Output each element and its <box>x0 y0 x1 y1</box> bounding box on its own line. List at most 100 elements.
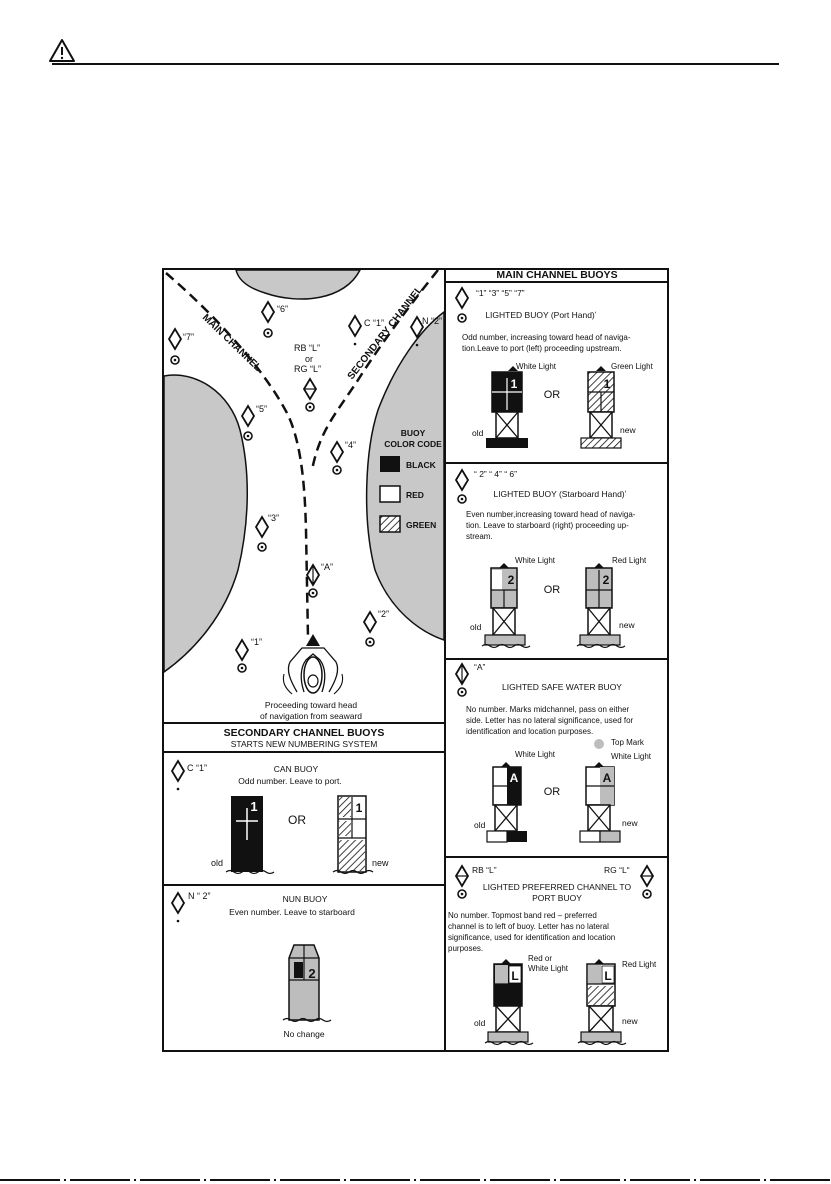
header <box>49 39 779 65</box>
buoy-label-n2: N “2” <box>422 316 442 326</box>
safe-marks: “A” <box>474 662 486 672</box>
can-desc: Odd number. Leave to port. <box>238 776 341 786</box>
map-caption-1: Proceeding toward head <box>265 700 357 710</box>
legend-black-swatch <box>380 456 400 472</box>
starboard-light-right: Red Light <box>612 556 647 565</box>
starboard-old-label: old <box>470 622 482 632</box>
preferred-old-label: old <box>474 1018 486 1028</box>
safe-title: LIGHTED SAFE WATER BUOY <box>502 682 622 692</box>
starboard-or: OR <box>544 584 561 596</box>
starboard-title: LIGHTED BUOY (Starboard Hand)ʼ <box>493 489 626 499</box>
preferred-mark-left: RB “L” <box>472 865 497 875</box>
secondary-channel-line <box>310 269 439 471</box>
port-new-label: new <box>620 425 636 435</box>
safe-old-letter: A <box>510 771 519 785</box>
preferred-new-label: new <box>622 1016 638 1026</box>
starboard-marks: “ 2” “ 4” “ 6” <box>474 469 517 479</box>
buoy-label-4: “4” <box>345 440 356 450</box>
safe-old-label: old <box>474 820 486 830</box>
safe-desc-2: side. Letter has no lateral significance… <box>466 716 634 725</box>
buoy-label-or: or <box>305 354 313 364</box>
color-code-title-1: BUOY <box>401 428 426 438</box>
main-buoys-title: MAIN CHANNEL BUOYS <box>496 269 617 281</box>
preferred-channel-section: RB “L” RG “Lʺ LIGHTED PREFERRED CHANNEL … <box>448 865 657 1046</box>
starboard-light-left: White Light <box>515 556 556 565</box>
legend-black-label: BLACK <box>406 460 437 470</box>
land-left <box>163 374 248 674</box>
port-title: LIGHTED BUOY (Port Hand)ʼ <box>485 310 596 320</box>
nun-mark: N “ 2” <box>188 891 211 901</box>
legend-red-swatch <box>379 485 401 503</box>
preferred-mark-right: RG “Lʺ <box>604 865 630 875</box>
port-desc-2: tion.Leave to port (left) proceeding ups… <box>462 344 622 353</box>
nun-number: 2 <box>308 966 315 981</box>
port-marks: “1” “3” “5” “7” <box>476 288 525 298</box>
preferred-desc-2: channel is to left of buoy. Letter has n… <box>448 922 609 931</box>
nun-buoy-section: N “ 2” NUN BUOY Even number. Leave to st… <box>171 891 355 1039</box>
starboard-hand-section: “ 2” “ 4” “ 6” LIGHTED BUOY (Starboard H… <box>455 469 647 649</box>
starboard-desc-1: Even number,increasing toward head of na… <box>466 510 636 519</box>
preferred-title-2: PORT BUOY <box>532 893 582 903</box>
safe-desc-3: identification and location purposes. <box>466 727 593 736</box>
preferred-title-1: LIGHTED PREFERRED CHANNEL TO <box>483 882 632 892</box>
can-or: OR <box>288 813 306 827</box>
preferred-light-left-1: Red or <box>528 954 552 963</box>
preferred-new-letter: L <box>604 969 611 983</box>
boat-icon <box>282 634 344 695</box>
preferred-desc-4: purposes. <box>448 944 483 953</box>
buoy-label-c1: C “1” <box>364 318 384 328</box>
color-code-title-2: COLOR CODE <box>384 439 442 449</box>
can-mark: C “1” <box>187 763 207 773</box>
preferred-light-right: Red Light <box>622 960 657 969</box>
can-old-label: old <box>211 858 223 868</box>
secondary-title: SECONDARY CHANNEL BUOYS <box>224 727 385 739</box>
starboard-desc-3: stream. <box>466 532 493 541</box>
bottom-border <box>0 1179 831 1181</box>
port-hand-section: “1” “3” “5” “7” LIGHTED BUOY (Port Hand)… <box>455 287 654 449</box>
secondary-subtitle: STARTS NEW NUMBERING SYSTEM <box>231 739 378 749</box>
port-old-label: old <box>472 428 484 438</box>
port-light-left: White Light <box>516 362 557 371</box>
legend-green-swatch <box>379 515 401 533</box>
safe-desc-1: No number. Marks midchannel, pass on eit… <box>466 705 630 714</box>
port-light-right: Green Light <box>611 362 654 371</box>
buoy-label-rg: RG “L” <box>294 364 321 374</box>
starboard-desc-2: tion. Leave to starboard (right) proceed… <box>466 521 629 530</box>
buoy-label-a: “A” <box>321 562 333 572</box>
land-right <box>365 310 445 642</box>
nun-desc: Even number. Leave to starboard <box>229 907 355 917</box>
starboard-new-label: new <box>619 620 635 630</box>
land-top <box>235 269 362 300</box>
buoy-label-rb: RB “L” <box>294 343 320 353</box>
preferred-old-letter: L <box>511 969 518 983</box>
can-title: CAN BUOY <box>274 764 319 774</box>
nun-no-change: No change <box>283 1029 324 1039</box>
can-new-number: 1 <box>356 801 363 815</box>
can-new-label: new <box>372 858 389 868</box>
preferred-desc-3: significance, used for identification an… <box>448 933 615 942</box>
can-old-number: 1 <box>250 799 257 814</box>
starboard-old-number: 2 <box>508 573 515 587</box>
port-desc-1: Odd number, increasing toward head of na… <box>462 333 631 342</box>
legend-red-label: RED <box>406 490 424 500</box>
safe-new-label: new <box>622 818 638 828</box>
safe-light-left: White Light <box>515 750 556 759</box>
preferred-desc-1: No number. Topmost band red – preferred <box>448 911 597 920</box>
safe-water-section: “A” LIGHTED SAFE WATER BUOY No number. M… <box>455 662 652 843</box>
buoy-label-6: “6” <box>277 304 288 314</box>
safe-or: OR <box>544 786 561 798</box>
starboard-new-number: 2 <box>603 573 610 587</box>
nun-title: NUN BUOY <box>283 894 328 904</box>
buoy-label-5: “5” <box>256 404 267 414</box>
safe-new-letter: A <box>603 771 612 785</box>
main-channel-line <box>165 272 310 639</box>
safe-topmark: Top Mark <box>611 738 645 747</box>
buoy-label-7: “7” <box>183 332 194 342</box>
port-new-number: 1 <box>604 377 611 391</box>
legend-green-label: GREEN <box>406 520 436 530</box>
port-or: OR <box>544 389 561 401</box>
port-old-number: 1 <box>511 377 518 391</box>
preferred-light-left-2: White Light <box>528 964 569 973</box>
buoy-label-3: “3” <box>268 513 279 523</box>
